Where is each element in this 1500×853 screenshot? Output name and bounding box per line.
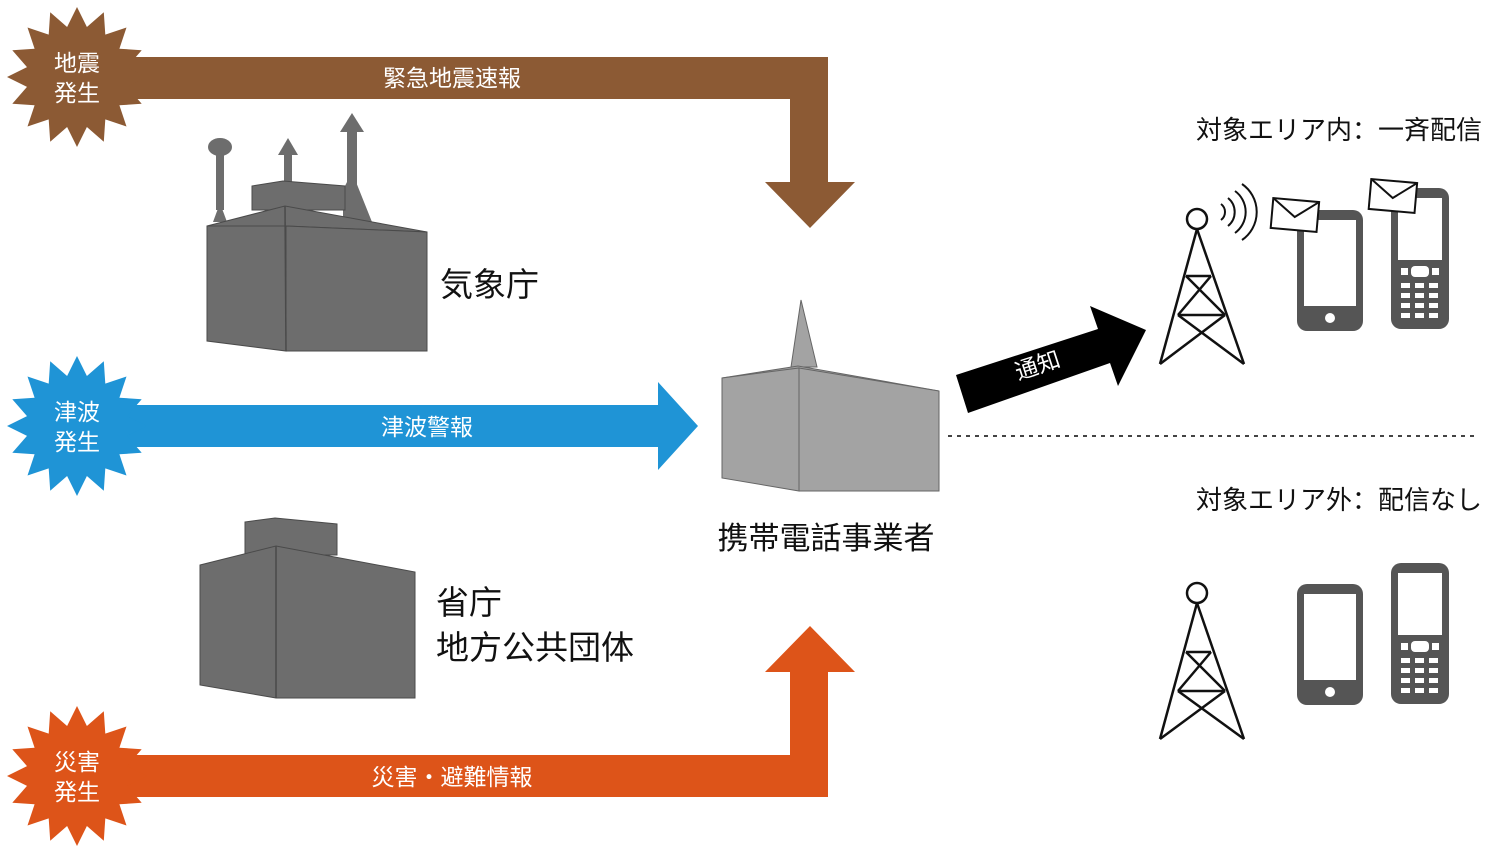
tsunami-badge-line2: 発生	[54, 430, 100, 456]
earthquake-badge-line2: 発生	[54, 81, 100, 107]
envelope-icon	[1367, 177, 1419, 215]
disaster-arrow	[110, 626, 855, 797]
tsunami-flow: 津波警報	[110, 382, 698, 470]
signal-waves-icon	[1220, 183, 1258, 241]
earthquake-badge-line1: 地震	[54, 51, 100, 77]
feature-phone-icon	[1391, 563, 1449, 704]
carrier-label: 携帯電話事業者	[718, 521, 935, 557]
starburst-icon	[7, 7, 147, 147]
government-label-line1: 省庁	[436, 583, 502, 622]
tsunami-badge-line1: 津波	[54, 400, 100, 426]
tsunami-badge: 津波 発生	[7, 356, 147, 496]
earthquake-arrow	[110, 57, 855, 228]
carrier-building	[721, 299, 940, 492]
antenna-tower-icon	[1158, 581, 1246, 741]
starburst-icon	[7, 356, 147, 496]
smartphone-icon	[1297, 584, 1363, 705]
inside-area-label: 対象エリア内：一斉配信	[1196, 116, 1482, 146]
disaster-flow: 災害・避難情報	[110, 626, 855, 797]
disaster-badge-line2: 発生	[54, 780, 100, 806]
outside-area-devices	[1158, 563, 1449, 741]
earthquake-arrow-label: 緊急地震速報	[383, 66, 521, 92]
disaster-badge: 災害 発生	[7, 706, 147, 846]
disaster-badge-line1: 災害	[54, 750, 100, 776]
tsunami-arrow	[110, 382, 698, 470]
feature-phone-icon	[1391, 188, 1449, 329]
government-label-line2: 地方公共団体	[436, 628, 634, 667]
envelope-icon	[1269, 196, 1321, 234]
smartphone-icon	[1297, 210, 1363, 331]
disaster-arrow-label: 災害・避難情報	[372, 765, 533, 791]
jma-building	[206, 113, 428, 352]
jma-label: 気象庁	[440, 265, 539, 304]
earthquake-flow: 緊急地震速報	[110, 57, 855, 228]
earthquake-badge: 地震 発生	[7, 7, 147, 147]
outside-area-label: 対象エリア外：配信なし	[1196, 486, 1482, 516]
notify-arrow	[956, 306, 1146, 413]
inside-area-devices	[1158, 177, 1449, 366]
notify-flow: 通知	[956, 306, 1146, 413]
government-building	[199, 517, 416, 699]
tsunami-arrow-label: 津波警報	[381, 415, 473, 441]
starburst-icon	[7, 706, 147, 846]
antenna-tower-icon	[1158, 207, 1246, 366]
